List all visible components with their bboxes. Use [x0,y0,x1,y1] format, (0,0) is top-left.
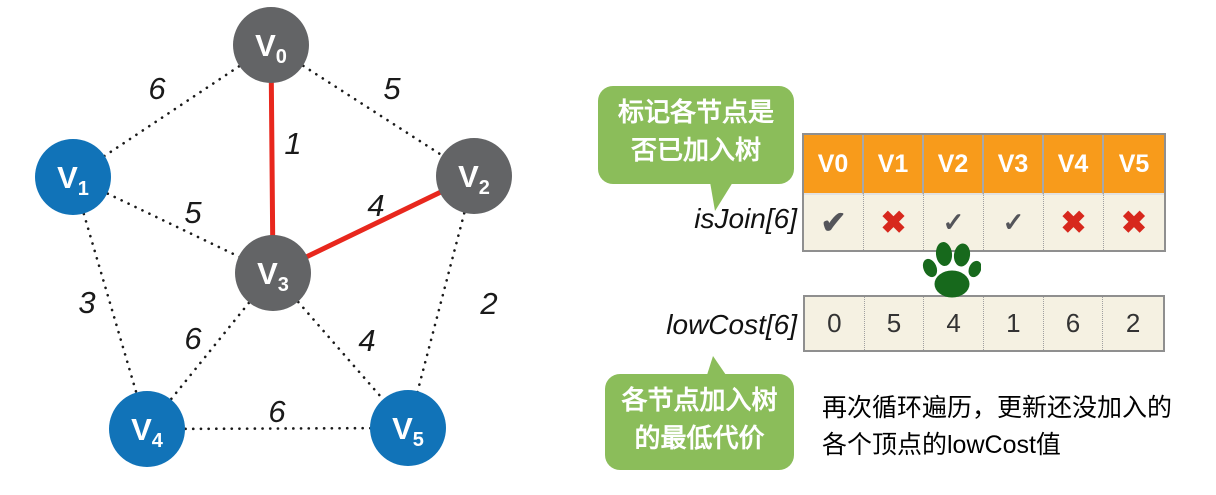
lowcost-cell-v4: 6 [1043,297,1104,350]
svg-text:V4: V4 [131,412,164,452]
weight-v0-v2: 5 [383,71,401,106]
node-v5: V5 [370,390,446,466]
weight-v2-v5: 2 [479,286,497,321]
edge-v4-v5 [145,426,410,431]
isjoin-cell-v3: ✓ [984,195,1044,250]
weight-v2-v3: 4 [367,188,384,223]
edge-v0-v3-tree [268,42,276,276]
svg-text:V5: V5 [392,411,424,451]
svg-text:V0: V0 [255,28,287,68]
edge-v3-v4 [145,271,275,431]
isjoin-callout-line2: 否已加入树 [630,135,761,165]
graph-diagram: 6 5 1 5 4 3 6 4 2 6 V0 V1 V2 V3 V4 [35,7,512,467]
isjoin-cell-v5: ✖ [1104,195,1164,250]
weight-v0-v3: 1 [284,126,301,161]
lowcost-table: 0 5 4 1 6 2 [803,295,1165,352]
lowcost-callout-line2: 的最低代价 [634,423,765,453]
isjoin-cell-v1: ✖ [864,195,924,250]
weight-v3-v4: 6 [184,321,202,356]
edge-v0-v2 [269,43,476,178]
node-v3: V3 [235,235,311,311]
isjoin-header-v0: V0 [804,135,864,195]
edge-v1-v4 [71,175,149,431]
lowcost-cell-v0: 0 [805,297,865,350]
lowcost-cell-v1: 5 [864,297,925,350]
isjoin-header-v4: V4 [1044,135,1104,195]
caption-line2: 各个顶点的lowCost值 [822,431,1061,459]
caption-line1: 再次循环遍历，更新还没加入的 [822,394,1173,422]
node-v1: V1 [35,139,111,215]
isjoin-array-label: isJoin[6] [694,203,797,234]
svg-text:V1: V1 [57,160,89,200]
isjoin-header-v1: V1 [864,135,924,195]
isjoin-cell-v0: ✔ [804,195,864,250]
lowcost-callout-bubble: 各节点加入树 的最低代价 [605,356,794,470]
isjoin-cell-v4: ✖ [1044,195,1104,250]
isjoin-cell-v2: ✓ [924,195,984,250]
lowcost-cell-v3: 1 [984,297,1044,350]
paw-icon [922,242,981,298]
lowcost-cell-v2: 4 [924,297,984,350]
svg-text:V2: V2 [458,159,490,199]
isjoin-callout-bubble: 标记各节点是 否已加入树 [598,86,794,211]
lowcost-cell-v5: 2 [1103,297,1163,350]
edge-v0-v1 [71,43,273,179]
node-v2: V2 [436,138,512,214]
weight-v0-v1: 6 [148,71,166,106]
weight-v1-v3: 5 [184,195,202,230]
isjoin-header-v2: V2 [924,135,984,195]
isjoin-table: V0 V1 V2 V3 V4 V5 ✔ ✖ ✓ ✓ ✖ ✖ [802,133,1166,252]
svg-text:V3: V3 [257,256,289,296]
weight-v4-v5: 6 [268,394,286,429]
weight-v3-v5: 4 [358,323,375,358]
node-v4: V4 [109,391,185,467]
edge-v2-v5 [406,174,476,430]
isjoin-header-v5: V5 [1104,135,1164,195]
lowcost-array-label: lowCost[6] [666,309,797,340]
lowcost-callout-line1: 各节点加入树 [621,385,778,415]
weight-v1-v4: 3 [78,285,95,320]
isjoin-header-v3: V3 [984,135,1044,195]
node-v0: V0 [233,7,309,83]
caption-text: 再次循环遍历，更新还没加入的 各个顶点的lowCost值 [822,390,1202,464]
isjoin-callout-line1: 标记各节点是 [617,97,774,127]
